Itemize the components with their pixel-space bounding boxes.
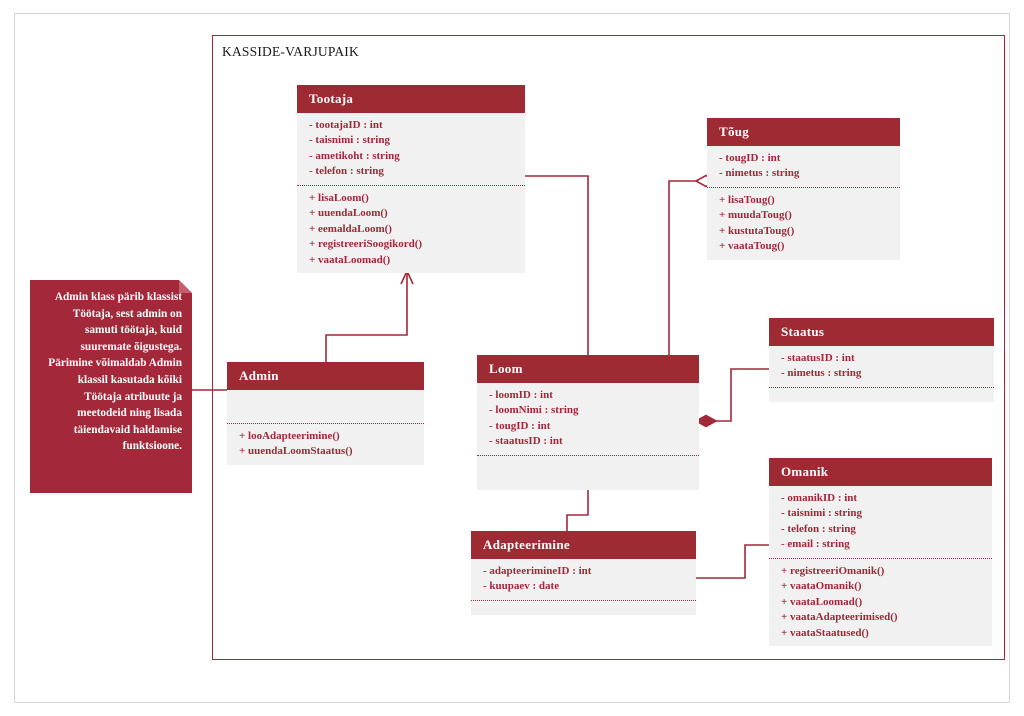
class-header-tootaja: Tootaja bbox=[297, 85, 525, 113]
class-methods-loom bbox=[477, 456, 699, 490]
attribute-row: - taisnimi : string bbox=[309, 134, 390, 147]
attribute-row: - nimetus : string bbox=[719, 167, 800, 180]
class-attributes-admin bbox=[227, 390, 424, 424]
method-row: + muudaToug() bbox=[719, 209, 792, 222]
method-row: + uuendaLoom() bbox=[309, 207, 388, 220]
class-box-omanik[interactable]: Omanik - omanikID : int - taisnimi : str… bbox=[769, 458, 992, 647]
class-header-adapteerimine: Adapteerimine bbox=[471, 531, 696, 559]
class-header-omanik: Omanik bbox=[769, 458, 992, 486]
attribute-row: - loomID : int bbox=[489, 388, 553, 401]
class-methods-omanik: + registreeriOmanik() + vaataOmanik() + … bbox=[769, 559, 992, 647]
class-attributes-omanik: - omanikID : int - taisnimi : string - t… bbox=[769, 486, 992, 559]
attribute-row: - staatusID : int bbox=[781, 351, 855, 364]
class-attributes-tootaja: - tootajaID : int - taisnimi : string - … bbox=[297, 113, 525, 186]
method-row: + uuendaLoomStaatus() bbox=[239, 445, 353, 458]
class-methods-tootaja: + lisaLoom() + uuendaLoom() + eemaldaLoo… bbox=[297, 186, 525, 274]
class-header-staatus: Staatus bbox=[769, 318, 994, 346]
method-row: + vaataLoomad() bbox=[781, 595, 863, 608]
class-box-toug[interactable]: Tõug - tougID : int - nimetus : string +… bbox=[707, 118, 900, 260]
note-admin-inheritance: Admin klass pärib klassist Töötaja, sest… bbox=[30, 280, 192, 493]
class-box-loom[interactable]: Loom - loomID : int - loomNimi : string … bbox=[477, 355, 699, 490]
class-box-staatus[interactable]: Staatus - staatusID : int - nimetus : st… bbox=[769, 318, 994, 402]
method-row: + registreeriOmanik() bbox=[781, 564, 885, 577]
attribute-row: - tougID : int bbox=[489, 419, 551, 432]
method-row: + eemaldaLoom() bbox=[309, 222, 392, 235]
note-text: Admin klass pärib klassist Töötaja, sest… bbox=[48, 291, 182, 453]
attribute-row: - ametikoht : string bbox=[309, 149, 400, 162]
class-header-toug: Tõug bbox=[707, 118, 900, 146]
method-row: + vaataToug() bbox=[719, 240, 785, 253]
class-header-admin: Admin bbox=[227, 362, 424, 390]
class-header-loom: Loom bbox=[477, 355, 699, 383]
method-row: + vaataOmanik() bbox=[781, 580, 862, 593]
attribute-row: - tougID : int bbox=[719, 151, 781, 164]
attribute-row: - taisnimi : string bbox=[781, 507, 862, 520]
method-row: + kustutaToug() bbox=[719, 224, 795, 237]
method-row: + lisaToug() bbox=[719, 193, 775, 206]
class-methods-admin: + looAdapteerimine() + uuendaLoomStaatus… bbox=[227, 424, 424, 465]
class-box-tootaja[interactable]: Tootaja - tootajaID : int - taisnimi : s… bbox=[297, 85, 525, 274]
class-methods-adapteerimine bbox=[471, 601, 696, 615]
attribute-row: - loomNimi : string bbox=[489, 404, 579, 417]
attribute-row: - email : string bbox=[781, 538, 850, 551]
method-row: + vaataLoomad() bbox=[309, 253, 391, 266]
class-attributes-adapteerimine: - adapteerimineID : int - kuupaev : date bbox=[471, 559, 696, 601]
attribute-row: - adapteerimineID : int bbox=[483, 564, 592, 577]
attribute-row: - kuupaev : date bbox=[483, 580, 560, 593]
method-row: + looAdapteerimine() bbox=[239, 429, 340, 442]
class-methods-staatus bbox=[769, 388, 994, 402]
method-row: + lisaLoom() bbox=[309, 191, 369, 204]
attribute-row: - nimetus : string bbox=[781, 367, 862, 380]
method-row: + registreeriSoogikord() bbox=[309, 238, 423, 251]
class-methods-toug: + lisaToug() + muudaToug() + kustutaToug… bbox=[707, 188, 900, 260]
class-box-admin[interactable]: Admin + looAdapteerimine() + uuendaLoomS… bbox=[227, 362, 424, 465]
method-row: + vaataAdapteerimised() bbox=[781, 611, 898, 624]
class-attributes-toug: - tougID : int - nimetus : string bbox=[707, 146, 900, 188]
class-attributes-loom: - loomID : int - loomNimi : string - tou… bbox=[477, 383, 699, 456]
class-attributes-staatus: - staatusID : int - nimetus : string bbox=[769, 346, 994, 388]
attribute-row: - telefon : string bbox=[781, 522, 856, 535]
attribute-row: - omanikID : int bbox=[781, 491, 858, 504]
attribute-row: - telefon : string bbox=[309, 165, 384, 178]
attribute-row: - tootajaID : int bbox=[309, 118, 383, 131]
package-frame bbox=[212, 35, 1005, 660]
method-row: + vaataStaatused() bbox=[781, 626, 869, 639]
class-box-adapteerimine[interactable]: Adapteerimine - adapteerimineID : int - … bbox=[471, 531, 696, 615]
package-title: KASSIDE-VARJUPAIK bbox=[222, 44, 359, 59]
attribute-row: - staatusID : int bbox=[489, 435, 563, 448]
